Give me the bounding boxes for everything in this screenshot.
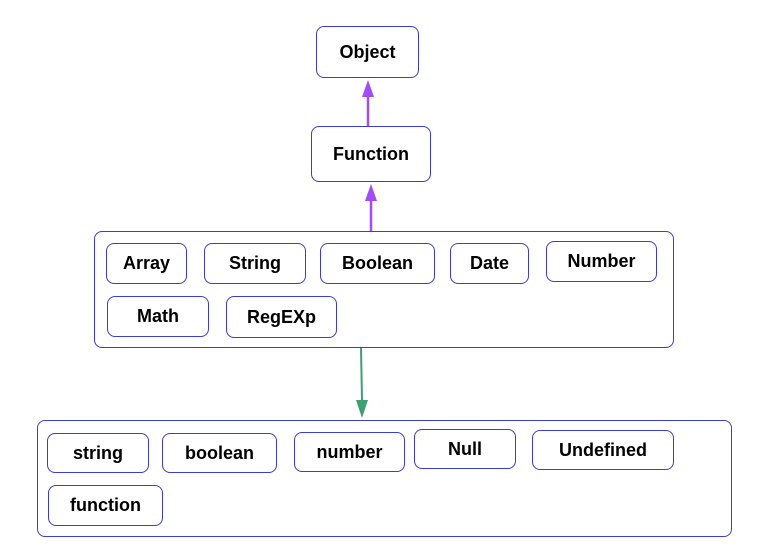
date-node: Date	[450, 243, 529, 284]
edge-function-to-object	[362, 80, 374, 126]
function-constructor-node: Function	[311, 126, 431, 182]
array-node: Array	[106, 243, 187, 284]
primitive-types-group: string boolean number Null Undefined fun…	[37, 420, 732, 537]
object-node: Object	[316, 26, 419, 78]
null-node: Null	[414, 429, 516, 469]
string-constructor-node: String	[204, 243, 306, 284]
number-primitive-node: number	[294, 432, 405, 472]
string-primitive-node: string	[47, 433, 149, 473]
edge-builtins-to-function	[365, 184, 377, 231]
edge-builtins-to-primitives	[356, 347, 368, 418]
function-primitive-node: function	[48, 485, 163, 526]
boolean-constructor-node: Boolean	[320, 243, 435, 284]
builtin-objects-group: Array String Boolean Date Number Math Re…	[94, 231, 674, 348]
math-node: Math	[107, 296, 209, 337]
undefined-node: Undefined	[532, 430, 674, 470]
boolean-primitive-node: boolean	[162, 433, 277, 473]
number-constructor-node: Number	[546, 241, 657, 282]
regexp-node: RegEXp	[226, 296, 337, 338]
